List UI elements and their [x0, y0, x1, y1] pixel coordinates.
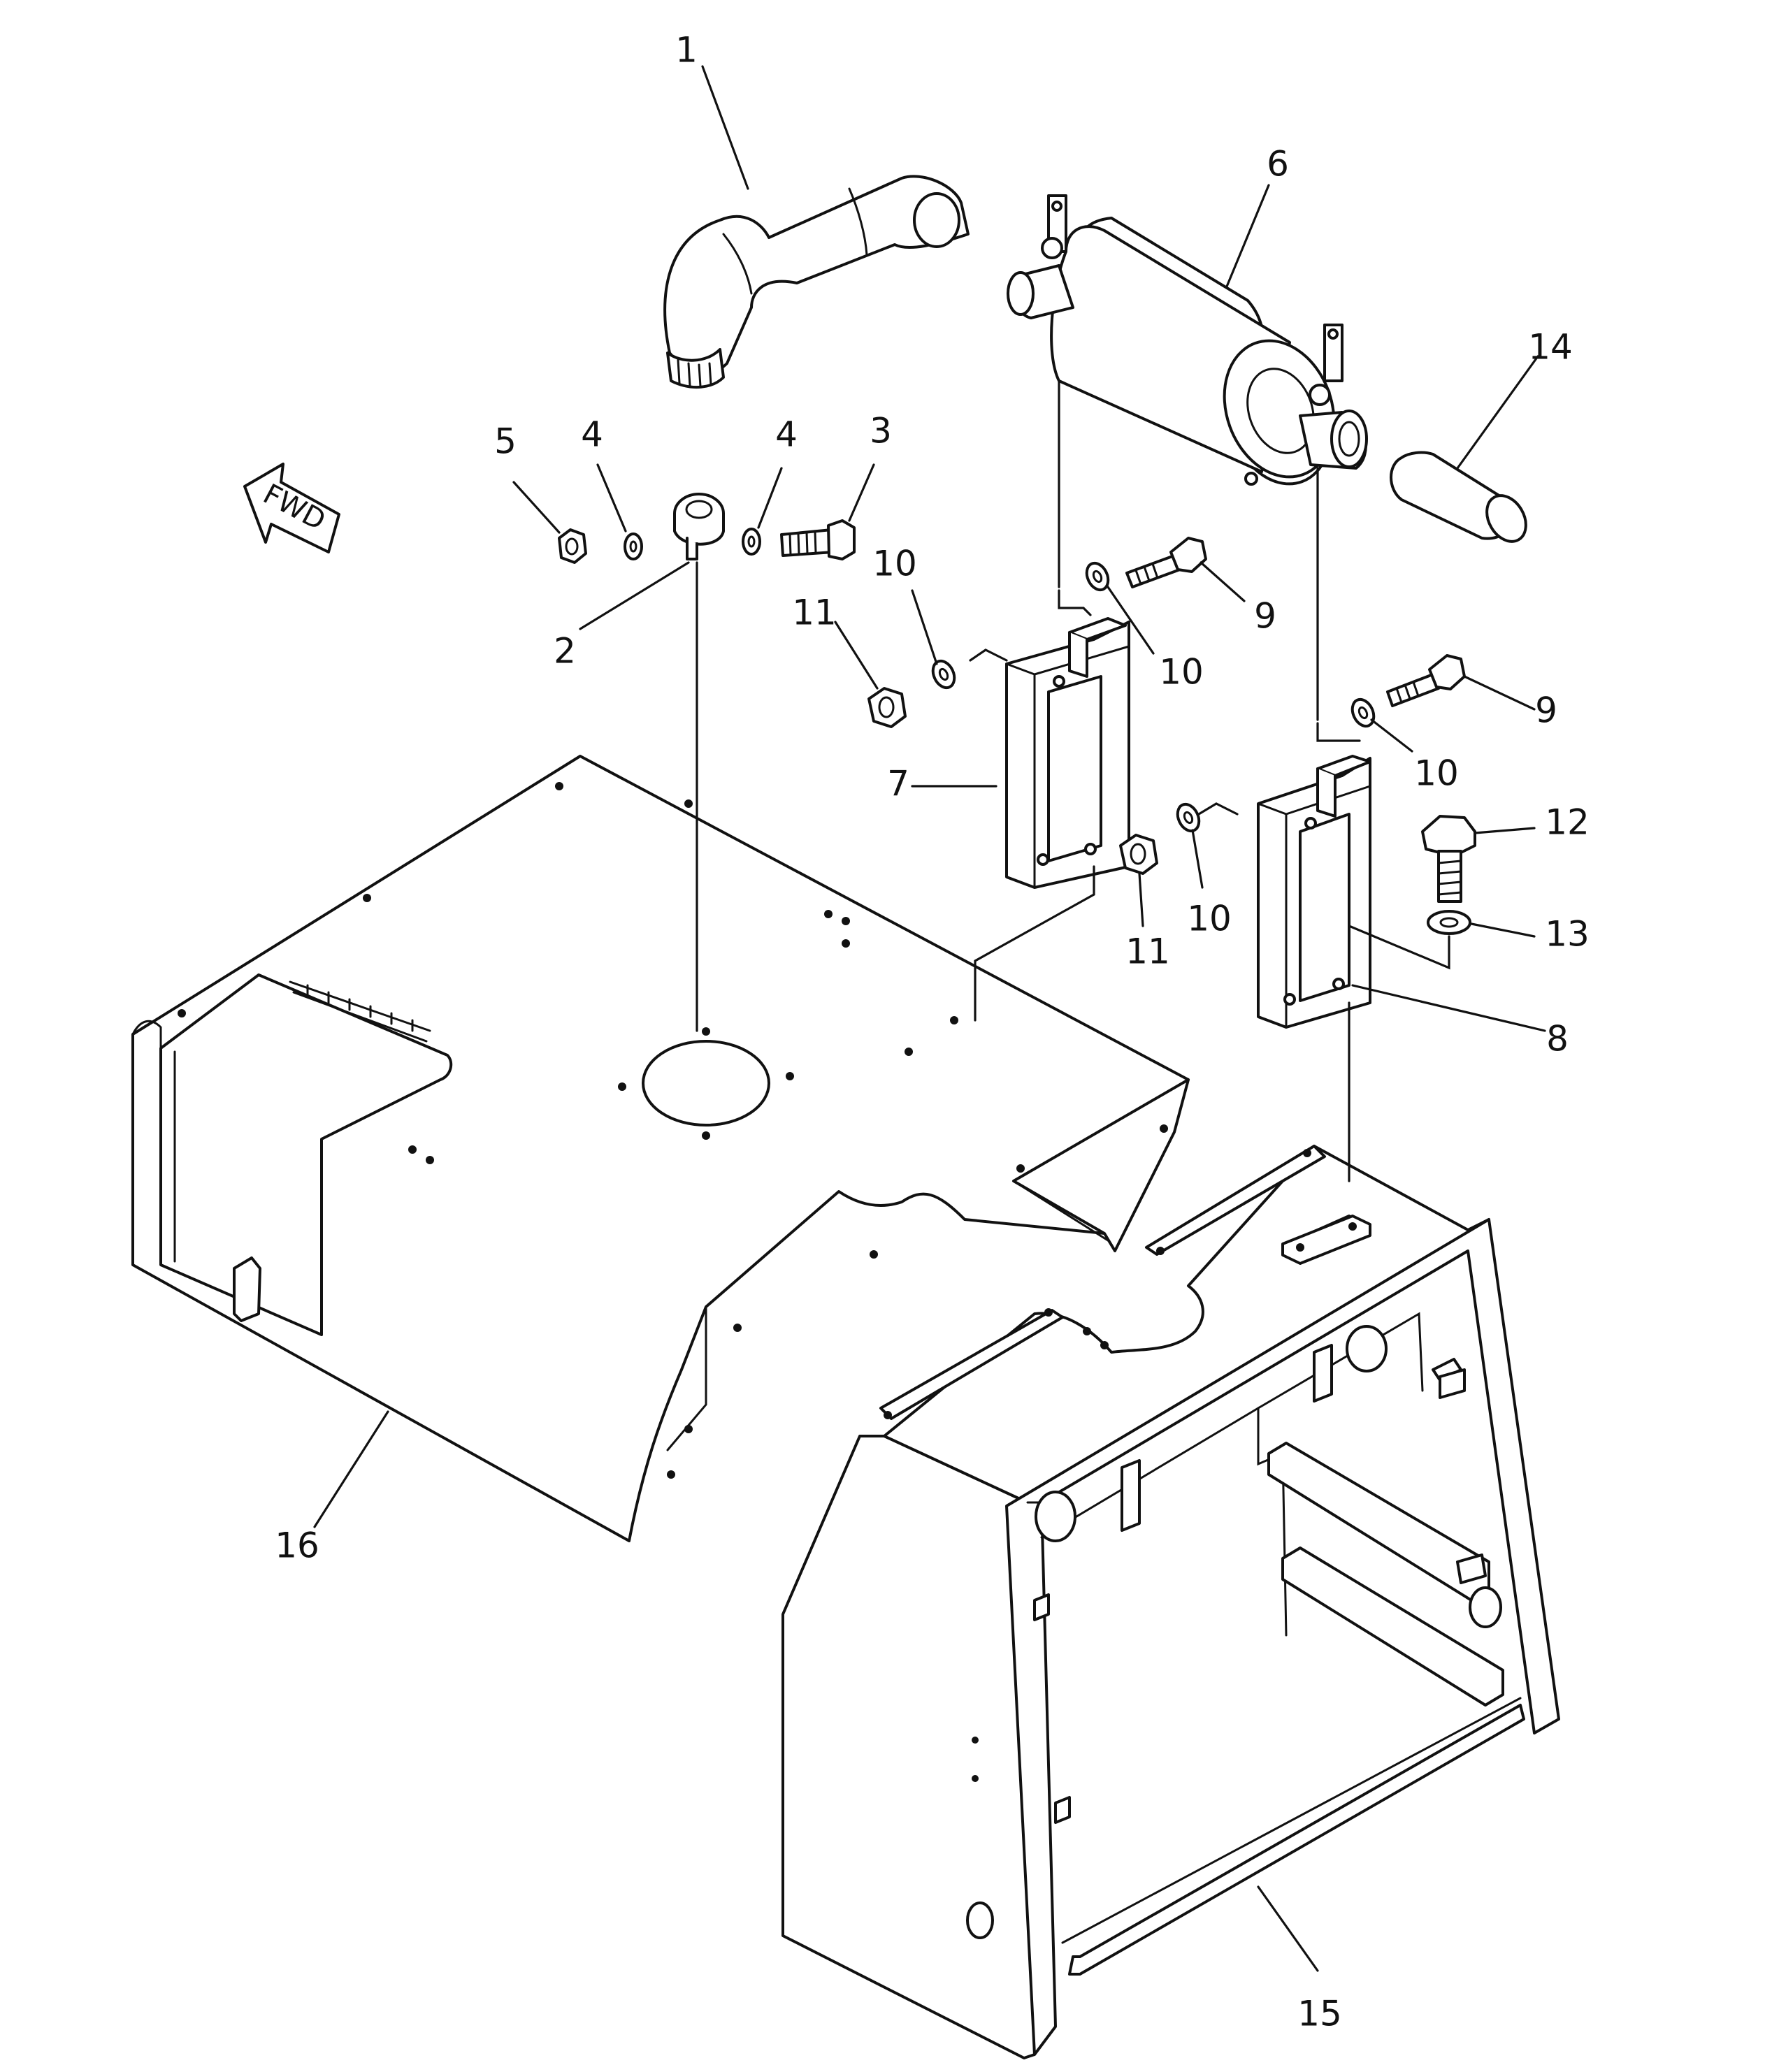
part-10-washer-c [1350, 697, 1376, 728]
part-14-tail-pipe [1390, 451, 1527, 543]
callout-13: 13 [1545, 914, 1590, 955]
part-7-bracket [1005, 617, 1130, 889]
callout-4-right: 4 [775, 414, 798, 455]
part-4-washer-right [742, 528, 761, 556]
part-5-nut [558, 528, 587, 564]
callout-9-upper: 9 [1254, 596, 1276, 637]
part-9-bolt-lower [1386, 654, 1466, 707]
callout-3: 3 [870, 411, 892, 451]
part-4-washer-left [624, 533, 643, 560]
callout-7: 7 [887, 764, 909, 804]
part-11-nut-a [867, 687, 907, 728]
callout-1: 1 [675, 30, 698, 71]
part-3-bolt [780, 519, 856, 560]
fwd-direction-arrow: FWD [243, 463, 340, 553]
callout-15: 15 [1297, 1994, 1342, 2034]
callout-10-b: 10 [1159, 652, 1204, 693]
leader-lines [313, 65, 1546, 1972]
callout-labels: 1 2 3 4 4 5 6 7 8 9 9 10 10 10 10 11 11 … [275, 30, 1590, 2034]
callout-14: 14 [1528, 327, 1573, 368]
part-10-washer-a [1085, 561, 1110, 592]
part-11-nut-b [1119, 834, 1158, 875]
callout-10-c: 10 [1414, 753, 1459, 794]
part-16-hood [131, 755, 1190, 1542]
callout-16: 16 [275, 1526, 319, 1566]
callout-9-lower: 9 [1535, 690, 1557, 731]
callout-11-a: 11 [792, 593, 837, 633]
part-10-washer-b [931, 659, 956, 690]
callout-10-d: 10 [1187, 899, 1232, 939]
part-12-bolt [1421, 815, 1476, 903]
part-8-bracket [1257, 755, 1371, 1029]
part-6-muffler [1007, 194, 1368, 486]
callout-12: 12 [1545, 802, 1590, 843]
part-1-exhaust-pipe [663, 175, 970, 389]
callout-10-a: 10 [872, 544, 917, 584]
callout-8: 8 [1546, 1019, 1569, 1059]
callout-5: 5 [494, 421, 517, 462]
part-10-washer-d [1176, 802, 1201, 833]
callout-6: 6 [1267, 144, 1289, 184]
part-9-bolt-upper [1125, 537, 1207, 588]
callout-2: 2 [554, 631, 576, 672]
callout-4-left: 4 [581, 414, 603, 455]
callout-11-b: 11 [1125, 932, 1170, 972]
part-2-clamp [673, 493, 725, 560]
part-13-washer [1427, 910, 1471, 935]
part-15-frame [781, 1145, 1560, 2059]
